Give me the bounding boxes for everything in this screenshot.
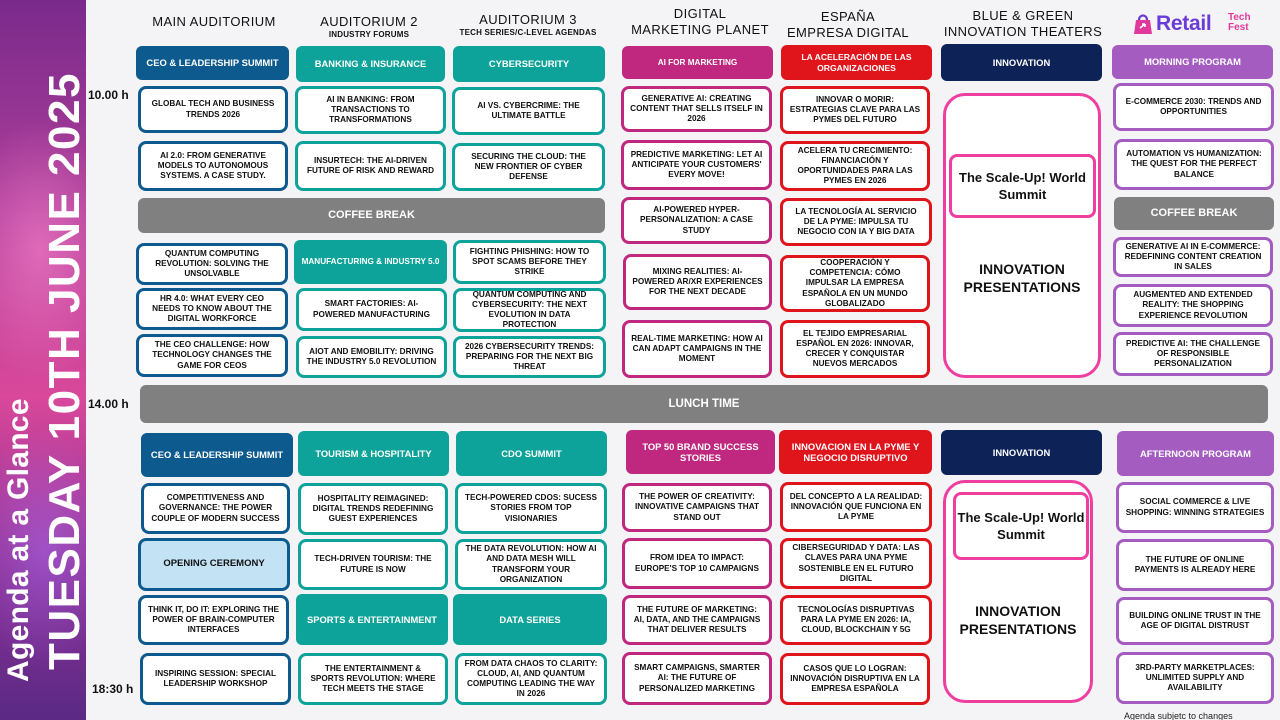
session-header-tourism-hospitality: TOURISM & HOSPITALITY	[298, 431, 449, 476]
session-card[interactable]: PREDICTIVE AI: THE CHALLENGE OF RESPONSI…	[1113, 332, 1273, 376]
sidebar-glow	[0, 120, 86, 380]
session-header-banking-insurance: BANKING & INSURANCE	[296, 46, 445, 82]
session-card[interactable]: GENERATIVE AI IN E-COMMERCE: REDEFINING …	[1113, 237, 1273, 277]
session-header-ceo-leadership-pm: CEO & LEADERSHIP SUMMIT	[141, 433, 293, 477]
session-header-innovation-afternoon: INNOVATION	[941, 430, 1102, 475]
coffee-break-bar-retail: COFFEE BREAK	[1114, 197, 1274, 230]
session-card[interactable]: THE POWER OF CREATIVITY: INNOVATIVE CAMP…	[622, 483, 772, 532]
session-card[interactable]: CASOS QUE LO LOGRAN: INNOVACIÓN DISRUPTI…	[780, 653, 930, 705]
session-card[interactable]: BUILDING ONLINE TRUST IN THE AGE OF DIGI…	[1116, 597, 1274, 645]
session-card[interactable]: THE CEO CHALLENGE: HOW TECHNOLOGY CHANGE…	[136, 334, 288, 377]
session-card[interactable]: FIGHTING PHISHING: HOW TO SPOT SCAMS BEF…	[453, 240, 606, 284]
session-card[interactable]: 2026 CYBERSECURITY TRENDS: PREPARING FOR…	[453, 336, 606, 378]
session-header-sports-entertainment: SPORTS & ENTERTAINMENT	[296, 594, 448, 645]
innovation-frame	[943, 93, 1101, 378]
session-header-morning-program: MORNING PROGRAM	[1112, 45, 1273, 79]
session-card[interactable]: FROM IDEA TO IMPACT: EUROPE'S TOP 10 CAM…	[622, 538, 772, 589]
time-lunch: 14.00 h	[88, 397, 129, 411]
session-card[interactable]: HOSPITALITY REIMAGINED: DIGITAL TRENDS R…	[298, 483, 448, 535]
scaleup-summit-box[interactable]: The Scale-Up! World Summit	[949, 154, 1096, 218]
session-card[interactable]: REAL-TIME MARKETING: HOW AI CAN ADAPT CA…	[622, 320, 772, 378]
session-card[interactable]: AI 2.0: FROM GENERATIVE MODELS TO AUTONO…	[138, 141, 288, 191]
session-card[interactable]: FROM DATA CHAOS TO CLARITY: CLOUD, AI, A…	[455, 653, 607, 705]
header-main-auditorium: MAIN AUDITORIUM	[152, 14, 276, 29]
session-card[interactable]: SMART FACTORIES: AI-POWERED MANUFACTURIN…	[296, 288, 447, 331]
session-card[interactable]: GLOBAL TECH AND BUSINESS TRENDS 2026	[138, 86, 288, 133]
session-card[interactable]: SECURING THE CLOUD: THE NEW FRONTIER OF …	[452, 143, 605, 191]
session-card[interactable]: COOPERACIÓN Y COMPETENCIA: CÓMO IMPULSAR…	[780, 255, 930, 312]
session-header-afternoon-program: AFTERNOON PROGRAM	[1117, 431, 1274, 476]
session-card[interactable]: AUGMENTED AND EXTENDED REALITY: THE SHOP…	[1113, 284, 1273, 327]
session-card[interactable]: AIoT AND EMOBILITY: DRIVING THE INDUSTRY…	[296, 336, 447, 378]
session-card[interactable]: INSURTECH: THE AI-DRIVEN FUTURE OF RISK …	[295, 141, 446, 191]
session-card[interactable]: PREDICTIVE MARKETING: LET AI ANTICIPATE …	[621, 140, 772, 190]
session-header-manufacturing: MANUFACTURING & INDUSTRY 5.0	[294, 240, 447, 284]
event-date: TUESDAY 10TH JUNE 2025	[40, 72, 86, 670]
session-card[interactable]: CIBERSEGURIDAD Y DATA: LAS CLAVES PARA U…	[780, 538, 932, 589]
sidebar-glow	[0, 430, 86, 670]
session-card[interactable]: THE ENTERTAINMENT & SPORTS REVOLUTION: W…	[298, 653, 448, 705]
lunch-time-bar: LUNCH TIME	[140, 385, 1268, 423]
agenda-disclaimer: Agenda subjetc to changes	[1124, 711, 1233, 720]
coffee-break-bar: COFFEE BREAK	[138, 198, 605, 233]
session-card[interactable]: TECH-POWERED CDOs: SUCESS STORIES FROM T…	[455, 483, 607, 534]
session-card[interactable]: INSPIRING SESSION: SPECIAL LEADERSHIP WO…	[140, 653, 291, 705]
session-header-innovacion-pyme: INNOVACION EN LA PYME Y NEGOCIO DISRUPTI…	[779, 430, 932, 474]
session-card[interactable]: DEL CONCEPTO A LA REALIDAD: INNOVACIÓN Q…	[780, 482, 932, 532]
session-header-innovation-morning: INNOVATION	[941, 44, 1102, 81]
sidebar-banner: Agenda at a Glance TUESDAY 10TH JUNE 202…	[0, 0, 86, 720]
session-card[interactable]: EL TEJIDO EMPRESARIAL ESPAÑOL EN 2026: I…	[780, 320, 930, 378]
time-start: 10.00 h	[88, 88, 129, 102]
shopping-bag-icon	[1134, 14, 1152, 34]
session-card[interactable]: QUANTUM COMPUTING REVOLUTION: SOLVING TH…	[136, 243, 288, 285]
scaleup-summit-box[interactable]: The Scale-Up! World Summit	[953, 492, 1089, 560]
session-header-data-series: DATA SERIES	[453, 594, 607, 645]
session-card[interactable]: COMPETITIVENESS AND GOVERNANCE: THE POWE…	[141, 483, 290, 534]
session-header-top-50-brand: TOP 50 BRAND SUCCESS STORIES	[626, 430, 775, 474]
session-header-aceleracion: LA ACELERACIÓN DE LAS ORGANIZACIONES	[781, 45, 932, 80]
opening-ceremony-card[interactable]: OPENING CEREMONY	[138, 538, 290, 591]
session-card[interactable]: SMART CAMPAIGNS, SMARTER AI: THE FUTURE …	[622, 652, 772, 705]
session-card[interactable]: QUANTUM COMPUTING AND CYBERSECURITY: THE…	[453, 288, 606, 332]
session-card[interactable]: LA TECNOLOGÍA AL SERVICIO DE LA PYME: IM…	[780, 198, 932, 246]
session-card[interactable]: E-COMMERCE 2030: TRENDS AND OPPORTUNITIE…	[1113, 83, 1274, 131]
session-card[interactable]: THE DATA REVOLUTION: HOW AI AND DATA MES…	[455, 539, 607, 590]
session-card[interactable]: 3RD-PARTY MARKETPLACES: UNLIMITED SUPPLY…	[1116, 652, 1274, 704]
agenda-subtitle: Agenda at a Glance	[2, 398, 35, 682]
session-card[interactable]: TECH-DRIVEN TOURISM: THE FUTURE IS NOW	[298, 539, 448, 590]
session-card[interactable]: THE FUTURE OF ONLINE PAYMENTS IS ALREADY…	[1116, 539, 1274, 591]
innovation-presentations-label: INNOVATION PRESENTATIONS	[959, 603, 1077, 637]
innovation-presentations-label: INNOVATION PRESENTATIONS	[963, 261, 1081, 295]
session-header-cybersecurity: CYBERSECURITY	[453, 46, 605, 82]
time-end: 18:30 h	[92, 682, 134, 696]
session-card[interactable]: AUTOMATION VS HUMANIZATION: THE QUEST FO…	[1114, 139, 1274, 190]
session-header-cdo-summit: CDO SUMMIT	[456, 431, 607, 476]
session-card[interactable]: THE FUTURE OF MARKETING: AI, DATA, AND T…	[622, 595, 772, 645]
logo-brand-text: Retail	[1156, 12, 1212, 35]
session-card[interactable]: SOCIAL COMMERCE & LIVE SHOPPING: WINNING…	[1116, 482, 1274, 533]
session-card[interactable]: HR 4.0: WHAT EVERY CEO NEEDS TO KNOW ABO…	[136, 288, 288, 330]
session-card[interactable]: TECNOLOGÍAS DISRUPTIVAS PARA LA PYME EN …	[780, 595, 932, 645]
session-card[interactable]: MIXING REALITIES: AI-POWERED AR/XR EXPER…	[623, 254, 772, 310]
session-card[interactable]: AI VS. CYBERCRIME: THE ULTIMATE BATTLE	[452, 87, 605, 135]
session-card[interactable]: AI-POWERED HYPER-PERSONALIZATION: A CASE…	[621, 197, 772, 244]
session-card[interactable]: INNOVAR O MORIR: ESTRATEGIAS CLAVE PARA …	[780, 86, 930, 134]
session-header-ai-for-marketing: AI FOR MARKETING	[622, 46, 773, 79]
session-card[interactable]: AI IN BANKING: FROM TRANSACTIONS TO TRAN…	[295, 86, 446, 134]
session-card[interactable]: ACELERA TU CRECIMIENTO: FINANCIACIÓN Y O…	[780, 141, 930, 191]
session-card[interactable]: THINK IT, DO IT: EXPLORING THE POWER OF …	[138, 595, 289, 645]
session-card[interactable]: GENERATIVE AI: CREATING CONTENT THAT SEL…	[621, 86, 772, 132]
session-header-ceo-leadership: CEO & LEADERSHIP SUMMIT	[136, 46, 289, 80]
